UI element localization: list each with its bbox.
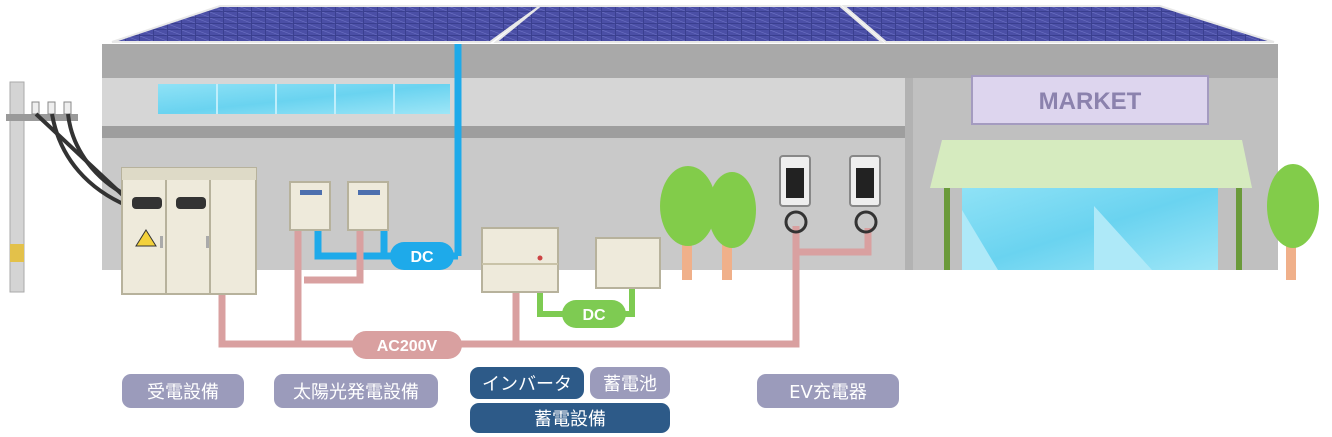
solar-roof-panels — [111, 5, 1275, 43]
label-receiving-equipment: 受電設備 — [122, 374, 244, 408]
market-sign-text: MARKET — [1039, 88, 1142, 115]
solar-power-units — [289, 181, 389, 231]
receiving-cabinet — [121, 167, 257, 295]
svg-text:AC200V: AC200V — [377, 338, 438, 355]
label-storage-equipment: 蓄電設備 — [470, 403, 670, 433]
svg-text:DC: DC — [410, 249, 434, 266]
label-solar-equipment: 太陽光発電設備 — [274, 374, 438, 408]
trees — [660, 164, 1319, 280]
dc-solar-flow-label: DC — [390, 242, 454, 270]
battery-unit — [595, 237, 661, 289]
dc-battery-flow-label: DC — [562, 300, 626, 328]
ev-chargers — [779, 155, 881, 234]
ac-flow-label: AC200V — [352, 331, 462, 359]
label-inverter: インバータ — [470, 367, 584, 399]
inverter-unit — [481, 227, 559, 293]
market-sign: MARKET — [971, 75, 1209, 125]
svg-text:DC: DC — [582, 307, 606, 324]
ac-wires — [218, 226, 872, 348]
label-ev-charger: EV充電器 — [757, 374, 899, 408]
storefront — [930, 140, 1252, 270]
label-battery: 蓄電池 — [590, 367, 670, 399]
utility-pole — [6, 81, 130, 293]
upper-windows — [158, 84, 450, 114]
